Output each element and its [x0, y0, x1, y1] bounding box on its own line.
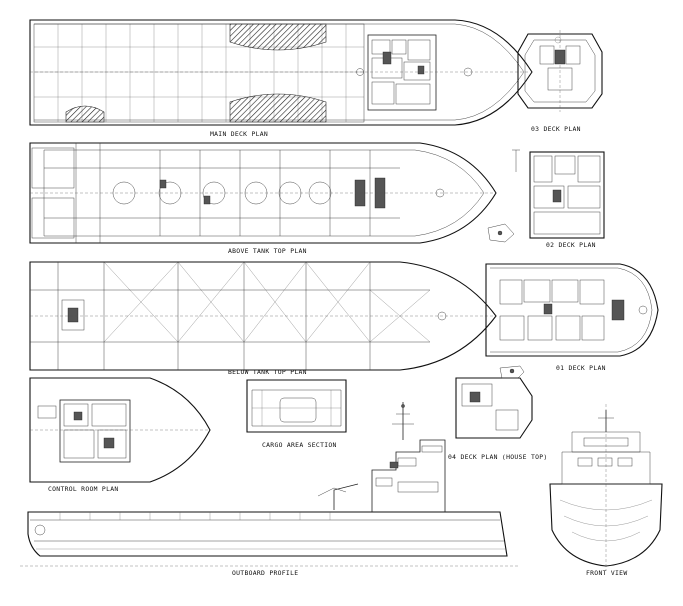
deck-04-plan: 04 DECK PLAN (HOUSE TOP) [448, 365, 548, 461]
control-room-plan: CONTROL ROOM PLAN [29, 377, 211, 493]
cargo-area-section: CARGO AREA SECTION [246, 379, 347, 449]
cargo-area-section-title: CARGO AREA SECTION [262, 441, 337, 449]
above-tank-top-plan-title: ABOVE TANK TOP PLAN [228, 247, 307, 255]
deck-01-plan-title: 01 DECK PLAN [556, 364, 606, 372]
main-deck-plan: MAIN DECK PLAN [29, 19, 533, 138]
front-view: FRONT VIEW [549, 404, 663, 577]
deck-04-plan-title: 04 DECK PLAN (HOUSE TOP) [448, 453, 548, 461]
above-tank-top-plan: ABOVE TANK TOP PLAN [29, 142, 497, 255]
below-tank-top-plan-title: BELOW TANK TOP PLAN [228, 368, 307, 376]
outboard-profile: OUTBOARD PROFILE [20, 402, 520, 577]
below-tank-top-plan: BELOW TANK TOP PLAN [29, 261, 497, 376]
deck-01-plan: 01 DECK PLAN [485, 263, 659, 372]
main-deck-plan-title: MAIN DECK PLAN [210, 130, 268, 138]
deck-03-plan-title: 03 DECK PLAN [531, 125, 581, 133]
deck-02-plan-title: 02 DECK PLAN [546, 241, 596, 249]
outboard-profile-title: OUTBOARD PROFILE [232, 569, 298, 577]
deck-03-plan: 03 DECK PLAN [517, 30, 603, 133]
control-room-plan-title: CONTROL ROOM PLAN [48, 485, 119, 493]
deck-02-plan: 02 DECK PLAN [487, 149, 605, 249]
front-view-title: FRONT VIEW [586, 569, 627, 577]
